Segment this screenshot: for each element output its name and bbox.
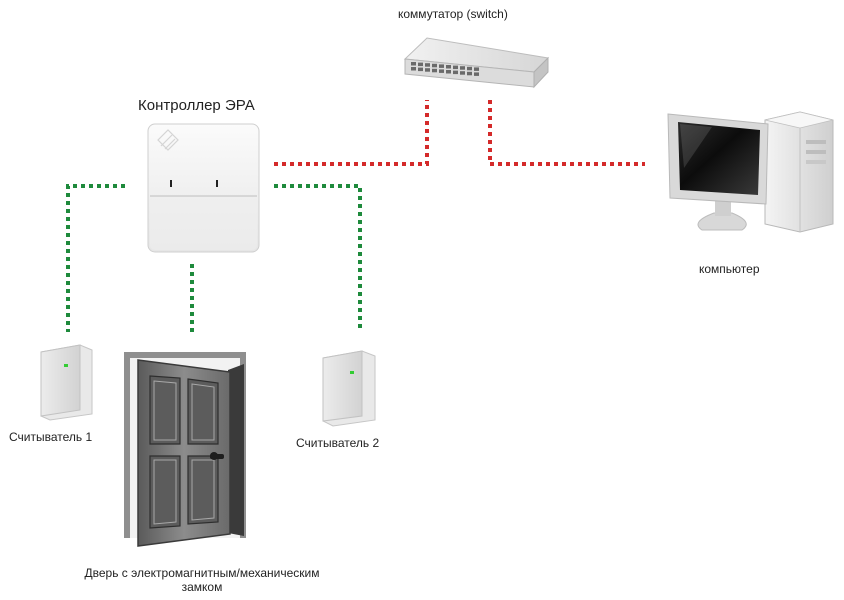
controller-label: Контроллер ЭРА	[138, 97, 255, 114]
card-reader-icon	[40, 344, 93, 421]
link-controller-to-reader1	[66, 184, 125, 332]
controller-box-icon	[147, 123, 260, 253]
link-controller-to-switch	[274, 100, 429, 166]
device-links	[66, 184, 362, 336]
link-switch-to-computer	[488, 100, 645, 166]
reader2-label: Считыватель 2	[296, 436, 380, 450]
network-switch-icon	[403, 37, 550, 89]
door-label-line2: замком	[181, 580, 223, 594]
desktop-computer-icon	[667, 111, 834, 233]
ethernet-links	[274, 100, 645, 166]
reader1-label: Считыватель 1	[9, 430, 93, 444]
computer-label: компьютер	[699, 262, 760, 276]
door-label: Дверь с электромагнитным/механическим за…	[52, 566, 352, 594]
link-controller-to-reader2	[274, 184, 362, 330]
door-icon	[124, 352, 246, 547]
door-label-line1: Дверь с электромагнитным/механическим	[84, 566, 320, 580]
switch-label: коммутатор (switch)	[398, 7, 508, 21]
card-reader-icon	[322, 350, 376, 427]
